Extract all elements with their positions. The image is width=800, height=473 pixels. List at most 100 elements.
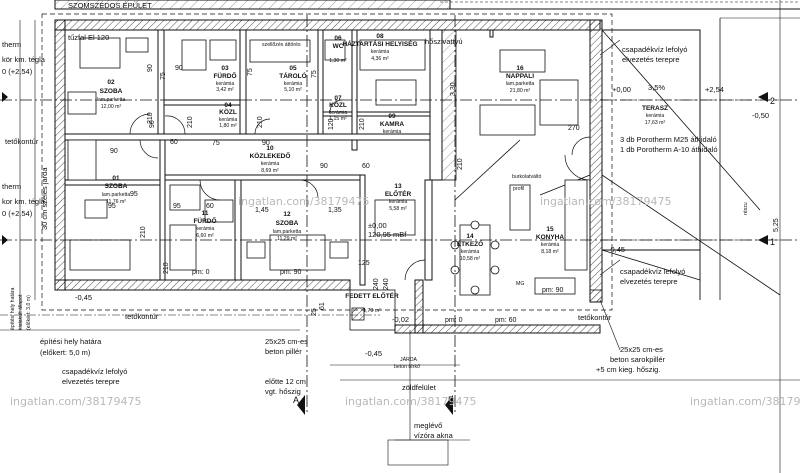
- left-material-label: kör km. tégla: [2, 55, 46, 64]
- vent-label: szellőzés áttörés: [262, 42, 301, 48]
- dimension: 95: [108, 203, 116, 210]
- room-id: 07: [334, 95, 342, 102]
- room-id: 01: [112, 175, 120, 182]
- room-id: 06: [334, 35, 342, 42]
- room-area: 1,30 m²: [329, 58, 347, 64]
- dimension: 95: [130, 191, 138, 198]
- roof-contour-label: tetőkontúr: [125, 312, 159, 321]
- roof-contour-label: tetőkontúr: [5, 137, 39, 146]
- dimension: 210: [140, 226, 147, 238]
- room-material: kerámia: [383, 129, 402, 135]
- room-name: KAMRA: [380, 121, 404, 128]
- room-material: kerámia: [216, 81, 235, 87]
- section-lines: [0, 15, 800, 415]
- room-id: 12: [283, 211, 291, 218]
- room-material: kerámia: [196, 226, 215, 232]
- stair-hatch: [441, 29, 457, 181]
- watermark: ingatlan.com/38179475: [540, 195, 672, 208]
- room-area: 4,36 m²: [371, 56, 389, 62]
- room-name: FÜRDŐ: [193, 216, 216, 225]
- axis-label: 1: [770, 237, 775, 247]
- pillar-label: beton sarokpillér: [610, 355, 666, 364]
- section-a-arrow: [297, 395, 305, 415]
- axis-2-arrow: [758, 92, 768, 102]
- dimension: pm: 90: [280, 269, 302, 276]
- inner-walls: [64, 29, 494, 286]
- room-name: HÁZTARTÁSI HELYISÉG: [342, 39, 417, 48]
- pillar-label: előtte 12 cm: [265, 377, 306, 386]
- lintel-label: 3 db Porotherm M25 áthidaló: [620, 135, 717, 144]
- room-area: 10,58 m²: [460, 256, 481, 262]
- axis-left1-arrow: [2, 235, 8, 245]
- level-label: +2,54: [705, 85, 724, 94]
- building-limit-label: építési hely határa: [10, 287, 16, 330]
- room-area: 1,15 m²: [329, 116, 347, 122]
- room-id: 05: [289, 65, 297, 72]
- left-material-label: kor km. tégla: [2, 197, 46, 206]
- dimension: 60: [170, 139, 178, 146]
- dimension: 210: [163, 262, 170, 274]
- mg-label: MG: [516, 281, 524, 287]
- room-material: kerámia: [389, 199, 408, 205]
- dimension: 1,45: [255, 207, 269, 214]
- room-id: 10: [266, 145, 274, 152]
- room-area: 1,80 m²: [219, 123, 237, 129]
- room-material: kerámia: [329, 110, 348, 116]
- level-label: -0,45: [365, 349, 382, 358]
- room-id: 11: [202, 210, 209, 217]
- floor-change-label: burkolatváltó: [512, 174, 542, 180]
- sidewalk-label: 30 cm széles járda: [40, 167, 49, 230]
- dimension: 90: [149, 120, 156, 128]
- neighbor-building-label: SZOMSZÉDOS ÉPÜLET: [68, 1, 152, 10]
- room-name: FEDETT ELŐTÉR: [345, 291, 399, 300]
- axis-label: B: [448, 395, 454, 405]
- room-id: 03: [221, 65, 229, 72]
- drain-label: elvezetés terepre: [620, 277, 678, 286]
- room-material: lam.parketta: [273, 229, 302, 235]
- drain-label: elvezetés terepre: [622, 55, 680, 64]
- room-name: ÉTKEZŐ: [457, 239, 483, 248]
- dimension: 90: [262, 140, 270, 147]
- dimension: 60: [362, 163, 370, 170]
- room-area: 21,80 m²: [510, 88, 531, 94]
- room-name: ELŐTÉR: [385, 189, 412, 198]
- building-limit-label: (előkert: 5,0 m): [40, 348, 91, 357]
- green-area-label: zöldfelület: [402, 383, 437, 392]
- room-area: 8,18 m²: [541, 249, 559, 255]
- building-limit-label: (előkért: 3,0 m): [26, 295, 32, 330]
- room-area: 6,60 m²: [196, 233, 214, 239]
- room-area: 12,00 m²: [101, 104, 122, 110]
- drain-label: csapadékvíz lefolyó: [622, 45, 687, 54]
- dimension: pm: 60: [495, 317, 517, 324]
- elevation-label: -0,02: [392, 315, 409, 324]
- paving-label: beton térkő: [394, 364, 420, 370]
- room-area: 11,29 m²: [277, 236, 297, 242]
- room-id: 02: [107, 79, 115, 86]
- dimension: pm: 0: [445, 317, 463, 324]
- dimension: 125: [358, 260, 370, 267]
- room-area: 1,79 m²: [363, 308, 381, 314]
- dimension: 210: [359, 118, 366, 130]
- dimension: 25: [311, 308, 318, 316]
- room-material: lam.parketta: [102, 192, 131, 198]
- room-name: TÁROLÓ: [279, 71, 306, 80]
- room-name: KÖZL: [329, 100, 347, 109]
- dimension: 90: [147, 64, 154, 72]
- dimension: pm: 0: [192, 269, 210, 276]
- drain-label: csapadékvíz lefolyó: [620, 267, 685, 276]
- building-limit-label: kialakult állapot: [18, 294, 24, 330]
- outer-walls: [54, 19, 603, 334]
- room-labels: 02 SZOBA lam.parketta 12,00 m² 03 FÜRDŐ …: [97, 33, 668, 314]
- drain-label: csapadékvíz lefolyó: [62, 367, 127, 376]
- furniture: [67, 37, 588, 296]
- room-name: KÖZLEKEDŐ: [250, 151, 291, 160]
- dimension: 75: [212, 140, 220, 147]
- watermark: ingatlan.com/38179475: [10, 395, 142, 408]
- room-id: 16: [516, 65, 524, 72]
- room-id: 15: [546, 226, 554, 233]
- room-name: SZOBA: [105, 183, 128, 190]
- room-area: 11,76 m²: [106, 199, 126, 205]
- room-name: WC: [333, 43, 344, 50]
- drain-label: elvezetés terepre: [62, 377, 120, 386]
- watermark: ingatlan.com/38179475: [345, 395, 477, 408]
